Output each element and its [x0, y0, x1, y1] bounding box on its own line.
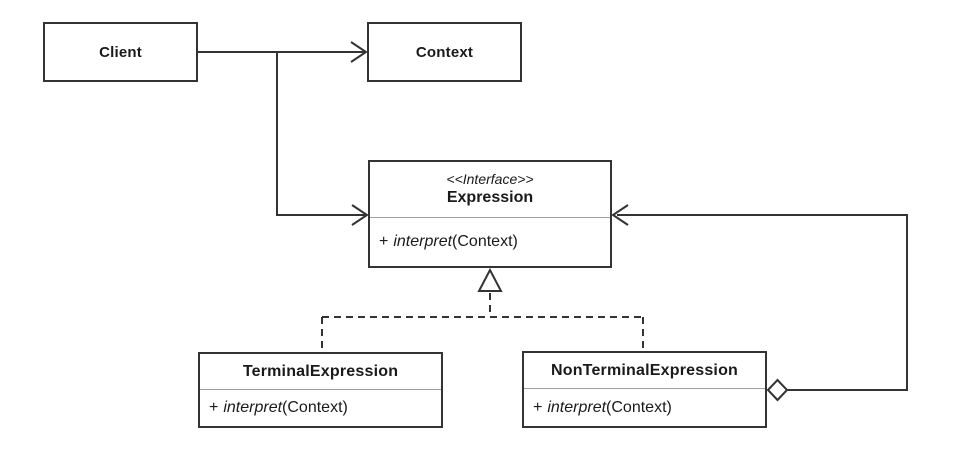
class-name-non-terminal-expression: NonTerminalExpression — [550, 361, 739, 379]
open-arrowhead-icon-expression-right — [611, 204, 629, 226]
method-params: (Context) — [606, 398, 672, 416]
aggregation-nonterminal-expression-line — [617, 214, 908, 391]
class-name-expression: Expression — [446, 189, 534, 206]
expression-methods: +interpret(Context) — [370, 218, 610, 266]
class-box-context: Context — [367, 22, 522, 82]
open-arrowhead-icon-expression-left — [351, 204, 369, 226]
method-visibility: + — [533, 398, 543, 416]
class-box-client: Client — [43, 22, 198, 82]
class-name-terminal-expression: TerminalExpression — [242, 362, 399, 380]
non-terminal-expression-header: NonTerminalExpression — [524, 353, 765, 389]
terminal-expression-methods: +interpret(Context) — [200, 390, 441, 426]
method-visibility: + — [209, 399, 219, 416]
generalization-triangle-icon — [477, 267, 503, 292]
expression-header: <<Interface>> Expression — [370, 162, 610, 218]
open-arrowhead-icon-context — [350, 41, 368, 63]
expression-stereotype: <<Interface>> — [446, 171, 534, 187]
association-client-expression-line — [276, 52, 365, 216]
non-terminal-expression-methods: +interpret(Context) — [524, 389, 765, 426]
class-name-client: Client — [99, 43, 142, 61]
class-box-terminal-expression: TerminalExpression +interpret(Context) — [198, 352, 443, 428]
aggregation-diamond-icon — [766, 378, 789, 402]
terminal-expression-header: TerminalExpression — [200, 354, 441, 390]
method-name: interpret — [223, 399, 283, 416]
method-visibility: + — [379, 233, 389, 250]
method-name: interpret — [393, 233, 453, 250]
method-name: interpret — [547, 398, 607, 416]
method-params: (Context) — [452, 233, 518, 250]
class-name-context: Context — [415, 43, 474, 61]
class-box-non-terminal-expression: NonTerminalExpression +interpret(Context… — [522, 351, 767, 428]
class-box-expression: <<Interface>> Expression +interpret(Cont… — [368, 160, 612, 268]
method-params: (Context) — [282, 399, 348, 416]
